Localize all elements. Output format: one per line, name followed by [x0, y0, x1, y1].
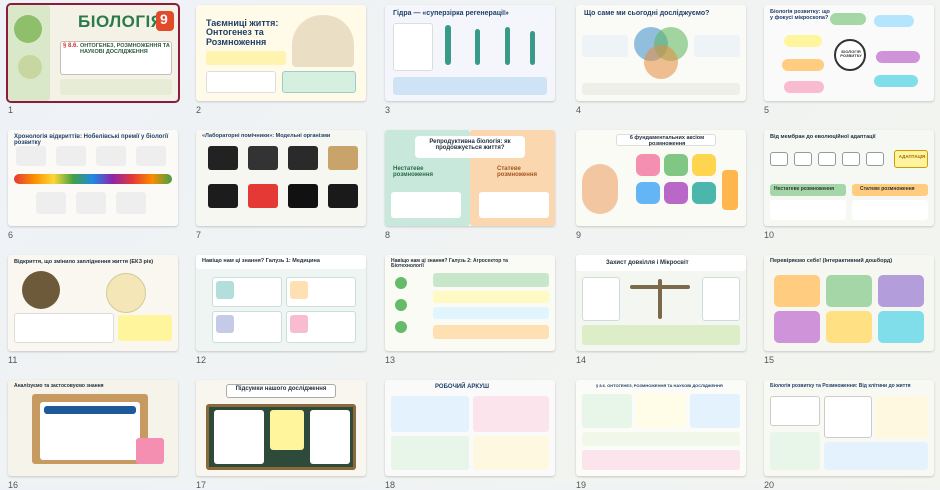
- slide-1-badge: 9: [160, 11, 168, 27]
- slide-10-title: Від мембран до еволюційної адаптації: [770, 134, 876, 140]
- slide-17-title: Підсумки нашого дослідження: [235, 386, 327, 392]
- slide-10-badge: АДАПТАЦІЯ: [898, 154, 926, 159]
- slide-number: 19: [576, 480, 587, 490]
- slide-number: 4: [576, 105, 582, 115]
- slide-2-title: Таємниці життя: Онтогенез та Розмноження: [206, 18, 279, 47]
- slide-8-canvas[interactable]: Репродуктивна біологія: як продовжується…: [385, 130, 555, 226]
- slide-12-canvas[interactable]: Навіщо нам ці знання? Галузь 1: Медицина: [196, 255, 366, 351]
- slide-4-title: Що саме ми сьогодні досліджуємо?: [584, 10, 710, 17]
- slide-10-right: Статеве розмноження: [860, 186, 915, 192]
- slide-3-canvas[interactable]: Гідра — «суперзірка регенерації»: [385, 5, 555, 101]
- slide-number: 15: [764, 355, 775, 365]
- slide-2-canvas[interactable]: Таємниці життя: Онтогенез та Розмноження: [196, 5, 366, 101]
- slide-number: 6: [8, 230, 14, 240]
- slide-19-canvas[interactable]: § 8.6. ОНТОГЕНЕЗ, РОЗМНОЖЕННЯ ТА НАУКОВІ…: [576, 380, 746, 476]
- slide-5-title: Біологія розвитку: що у фокусі мікроскоп…: [770, 9, 830, 21]
- slide-20-canvas[interactable]: Біологія розвитку та Розмноження: Від кл…: [764, 380, 934, 476]
- slide-number: 12: [196, 355, 207, 365]
- slide-9-title: 6 фундаментальних аксіом розмноження: [629, 135, 705, 147]
- slide-7-canvas[interactable]: «Лабораторні помічники»: Модельні органі…: [196, 130, 366, 226]
- slide-8-right: Статеве розмноження: [497, 166, 537, 179]
- slide-16-canvas[interactable]: Аналізуємо та застосовуємо знання: [8, 380, 178, 476]
- slide-9-canvas[interactable]: 6 фундаментальних аксіом розмноження: [576, 130, 746, 226]
- slide-12-title: Навіщо нам ці знання? Галузь 1: Медицина: [202, 258, 320, 264]
- slide-4-canvas[interactable]: Що саме ми сьогодні досліджуємо?: [576, 5, 746, 101]
- slide-number: 2: [196, 105, 202, 115]
- slide-19-title: § 8.6. ОНТОГЕНЕЗ, РОЗМНОЖЕННЯ ТА НАУКОВІ…: [596, 383, 723, 388]
- slide-8-title: Репродуктивна біологія: як продовжується…: [429, 139, 511, 152]
- slide-8-left: Нестатеве розмноження: [393, 166, 433, 179]
- slide-number: 10: [764, 230, 775, 240]
- slide-13-canvas[interactable]: Навіщо нам ці знання? Галузь 2: Агросект…: [385, 255, 555, 351]
- slide-1-section: § 8.6.: [63, 43, 79, 49]
- slide-5-center: БІОЛОГІЯ РОЗВИТКУ: [840, 49, 862, 59]
- slide-number: 8: [385, 230, 391, 240]
- slide-3-title: Гідра — «суперзірка регенерації»: [393, 10, 509, 17]
- slide-6-title: Хронологія відкриттів: Нобелівські премі…: [14, 134, 169, 147]
- slide-14-title: Захист довкілля і Мікросвіт: [606, 260, 689, 266]
- slide-14-canvas[interactable]: Захист довкілля і Мікросвіт: [576, 255, 746, 351]
- slide-number: 20: [764, 480, 775, 490]
- slide-20-title: Біологія розвитку та Розмноження: Від кл…: [770, 383, 911, 389]
- slide-15-title: Перевіряємо себе! (Інтерактивний дошборд…: [770, 258, 893, 264]
- slide-1-title: БІОЛОГІЯ: [78, 12, 164, 31]
- slide-number: 11: [8, 355, 18, 365]
- slide-5-canvas[interactable]: Біологія розвитку: що у фокусі мікроскоп…: [764, 5, 934, 101]
- slide-18-title: РОБОЧИЙ АРКУШ: [435, 384, 489, 390]
- slide-number: 14: [576, 355, 587, 365]
- slide-number: 13: [385, 355, 396, 365]
- slide-18-canvas[interactable]: РОБОЧИЙ АРКУШ: [385, 380, 555, 476]
- slide-11-canvas[interactable]: Відкриття, що змінило запліднення життя …: [8, 255, 178, 351]
- slide-15-canvas[interactable]: Перевіряємо себе! (Інтерактивний дошборд…: [764, 255, 934, 351]
- slide-number: 7: [196, 230, 202, 240]
- slide-13-title: Навіщо нам ці знання? Галузь 2: Агросект…: [391, 258, 508, 270]
- slide-number: 1: [8, 105, 14, 115]
- slide-number: 18: [385, 480, 396, 490]
- slide-1-subtitle: ОНТОГЕНЕЗ, РОЗМНОЖЕННЯ ТА НАУКОВІ ДОСЛІД…: [80, 43, 170, 56]
- slide-17-canvas[interactable]: Підсумки нашого дослідження: [196, 380, 366, 476]
- slide-number: 9: [576, 230, 582, 240]
- slide-10-left: Нестатеве розмноження: [774, 186, 835, 192]
- slide-7-title: «Лабораторні помічники»: Модельні органі…: [202, 133, 331, 139]
- slide-number: 16: [8, 480, 19, 490]
- slide-16-title: Аналізуємо та застосовуємо знання: [14, 383, 104, 389]
- slide-1-canvas[interactable]: БІОЛОГІЯ 9 § 8.6. ОНТОГЕНЕЗ, РОЗМНОЖЕННЯ…: [6, 3, 180, 103]
- slide-number: 17: [196, 480, 207, 490]
- slide-number: 5: [764, 105, 770, 115]
- slide-number: 3: [385, 105, 391, 115]
- slide-10-canvas[interactable]: Від мембран до еволюційної адаптації АДА…: [764, 130, 934, 226]
- slide-6-canvas[interactable]: Хронологія відкриттів: Нобелівські премі…: [8, 130, 178, 226]
- slide-11-title: Відкриття, що змінило запліднення життя …: [14, 259, 154, 265]
